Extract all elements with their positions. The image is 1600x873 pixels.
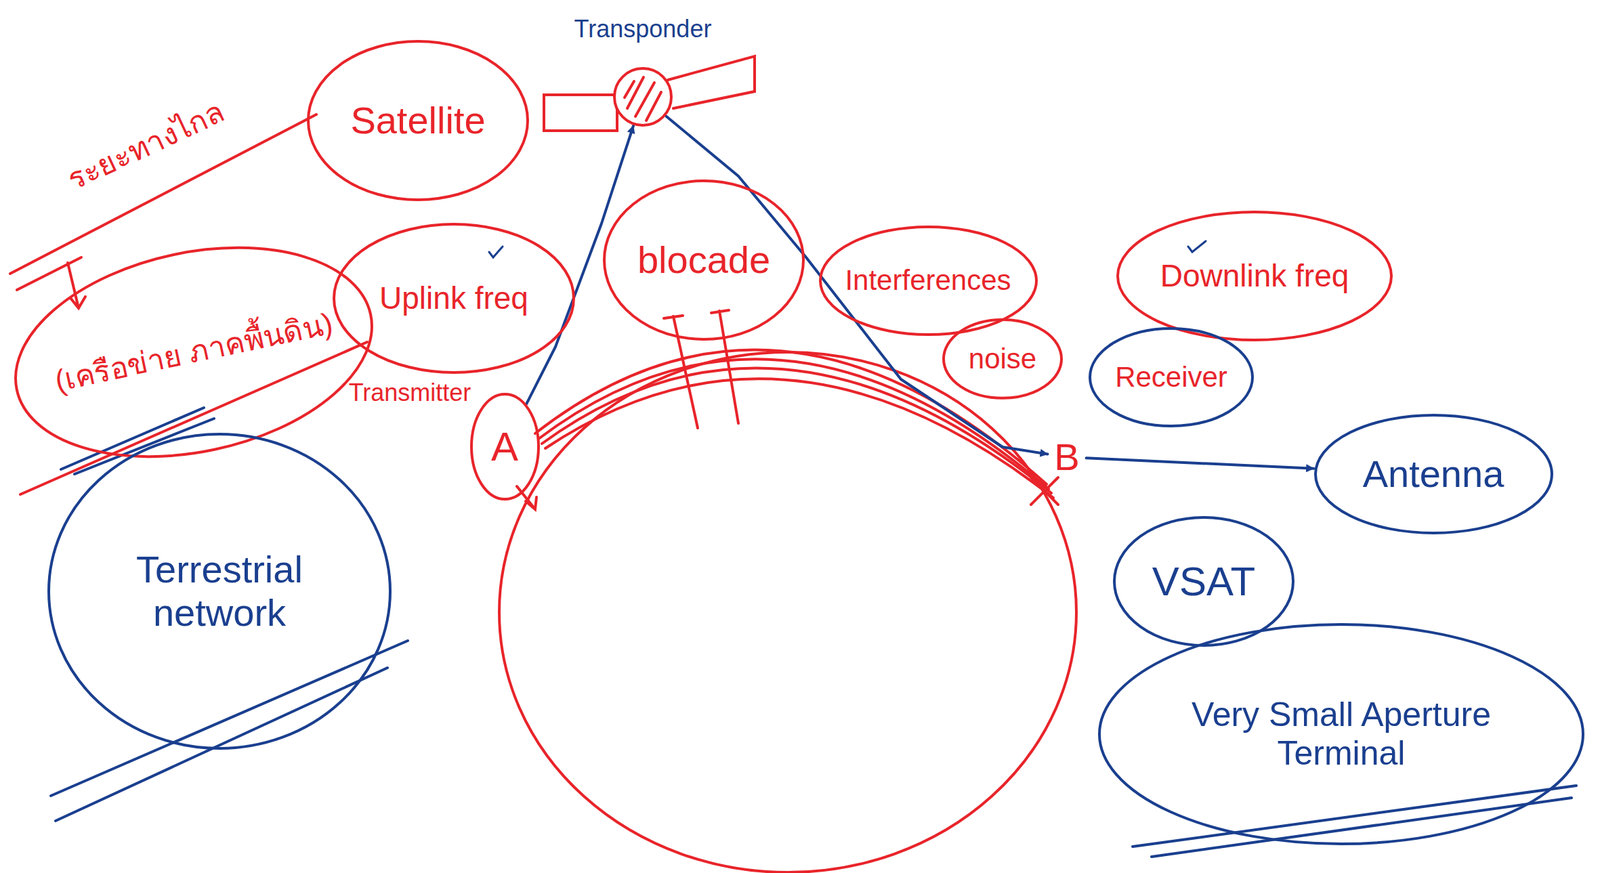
vsat-definition-ellipse: Very Small Aperture Terminal — [1097, 622, 1586, 847]
link-arrow — [526, 125, 634, 405]
earth-arc — [541, 367, 1052, 494]
note-heading: ระยะทางไกล — [61, 94, 229, 197]
pointer-arrow — [67, 262, 86, 309]
antenna-ellipse: Antenna — [1313, 413, 1554, 536]
outline-ellipse — [308, 41, 528, 200]
outline-ellipse — [471, 394, 539, 500]
solar-panel — [543, 94, 618, 131]
check-mark — [1188, 241, 1206, 252]
annotation-strokes — [50, 407, 1577, 857]
scribble-line — [1132, 785, 1577, 847]
note-ellipse: (เครือข่าย ภาคพื้นดิน) — [0, 214, 394, 490]
noise-ellipse: noise — [941, 317, 1064, 401]
node-text: Interferences — [844, 264, 1011, 297]
earth-arc — [538, 359, 1049, 490]
scribble-line — [50, 640, 408, 796]
satellite-body — [614, 68, 672, 126]
node-text: A — [491, 423, 519, 471]
node-text: Satellite — [350, 98, 486, 143]
outline-ellipse — [1089, 328, 1253, 427]
check-mark — [489, 246, 503, 258]
blockade-pillar — [711, 310, 739, 424]
node-text: Very Small Aperture Terminal — [1161, 695, 1521, 774]
node-text: blocade — [637, 238, 771, 282]
outline-ellipse — [1315, 415, 1552, 534]
node-text: Antenna — [1362, 452, 1505, 496]
outline-ellipse — [943, 319, 1062, 399]
satellite-ellipse: Satellite — [306, 39, 530, 202]
node-text: Downlink freq — [1160, 258, 1350, 294]
terrestrial-ellipse: Terrestrial network — [46, 432, 393, 751]
node-text: Terrestrial network — [104, 548, 335, 636]
link-arrow — [1086, 457, 1315, 469]
link-arrow — [666, 116, 1048, 455]
node-text: VSAT — [1152, 558, 1256, 605]
node-text: noise — [968, 342, 1037, 376]
outline-ellipse — [1117, 212, 1392, 341]
node-text: Uplink freq — [379, 280, 529, 317]
hatch-line — [624, 81, 635, 98]
solar-panel — [667, 56, 755, 109]
outline-ellipse — [604, 180, 804, 340]
outline-ellipse — [333, 224, 574, 373]
earth-arc — [545, 378, 1054, 498]
vsat-ellipse: VSAT — [1112, 515, 1296, 648]
scribble-line — [55, 667, 388, 821]
receiver-ellipse: Receiver — [1087, 326, 1255, 429]
station-label-node: B — [1047, 432, 1086, 483]
transponder-body: Transponder — [612, 66, 674, 128]
node-text: Receiver — [1114, 361, 1228, 394]
node-text: Transponder — [574, 14, 712, 43]
station-marker — [1030, 477, 1059, 505]
node-text: B — [1054, 435, 1080, 479]
earth-circle — [499, 352, 1077, 873]
hatch-line — [646, 92, 662, 121]
outline-ellipse — [48, 434, 391, 749]
downlink-ellipse: Downlink freq — [1115, 209, 1394, 343]
outline-ellipse — [1099, 624, 1584, 845]
outline-ellipse — [0, 217, 392, 488]
uplink-ellipse: Uplink freq — [331, 222, 576, 375]
node-text: (เครือข่าย ภาคพื้นดิน) — [52, 306, 336, 399]
outline-ellipse — [820, 226, 1037, 335]
blockade-ellipse: blocade — [602, 178, 806, 342]
underline — [74, 418, 215, 475]
blockade-pillar — [663, 315, 698, 429]
station-marker — [516, 486, 537, 510]
station-circle: A — [469, 392, 541, 502]
node-outline — [612, 66, 674, 128]
satellite-drawing — [543, 56, 755, 131]
outline-ellipse — [1114, 517, 1294, 646]
earth-drawing — [499, 310, 1077, 873]
transmitter-label: Transmitter — [348, 378, 472, 407]
